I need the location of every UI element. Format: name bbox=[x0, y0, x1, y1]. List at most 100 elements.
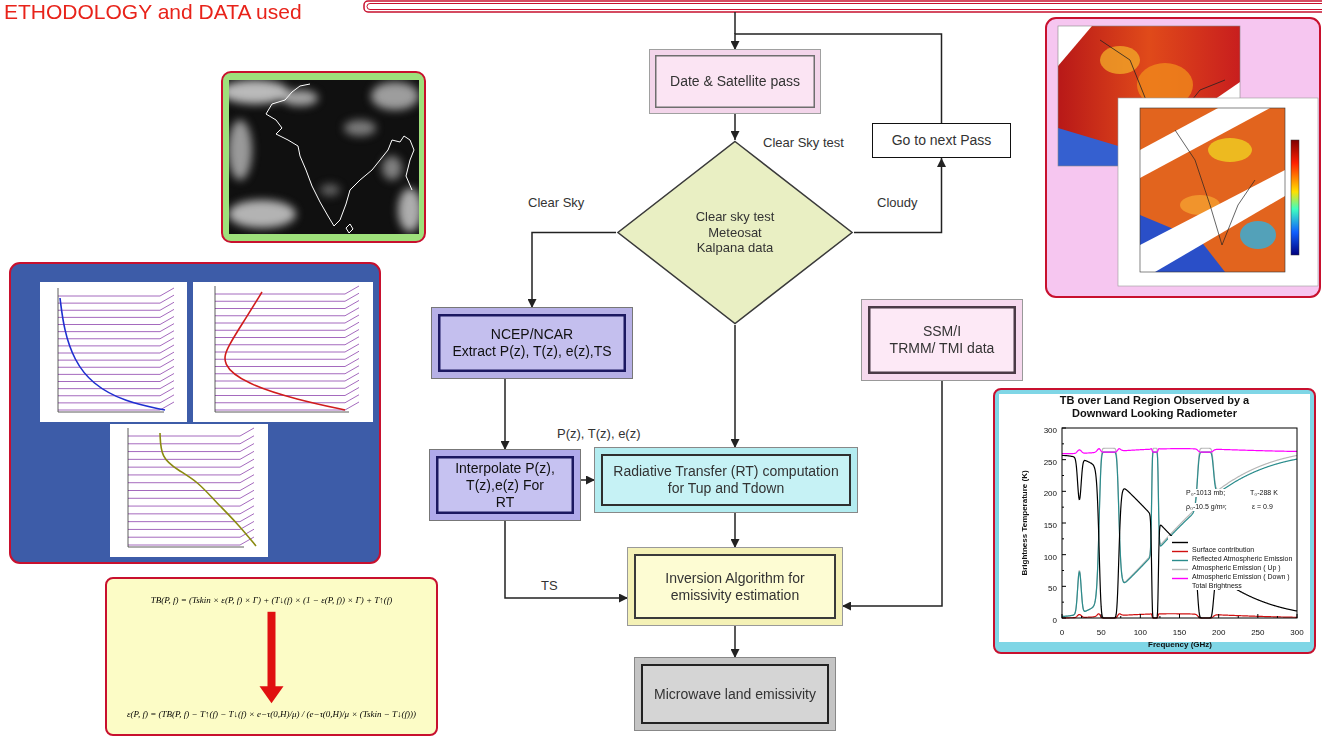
axis-tick bbox=[1062, 570, 1064, 571]
axis-tick-label: 250 bbox=[1251, 628, 1264, 638]
cloud-cover-part bbox=[320, 184, 340, 196]
level-plane bbox=[58, 309, 174, 317]
entry-line bbox=[734, 12, 736, 34]
header-frame-part bbox=[364, 1, 1322, 12]
header-frame bbox=[364, 1, 1322, 12]
box-text: SSM/I bbox=[923, 323, 961, 340]
level-plane bbox=[128, 537, 254, 545]
axis-tick bbox=[1062, 475, 1064, 476]
axis-tick bbox=[1062, 538, 1064, 539]
flow-arrow bbox=[532, 233, 616, 309]
equation-panel: TB(P, f) = (Tskin × ε(P, f) × Γ) + (T↓(f… bbox=[105, 577, 438, 736]
data-box: SSM/ITRMM/ TMI data bbox=[862, 300, 1022, 380]
plot-axis bbox=[215, 286, 216, 412]
flow-arrow bbox=[842, 380, 942, 606]
level-plane bbox=[58, 345, 174, 353]
cloud-cover-part bbox=[344, 120, 376, 136]
label-anchor: 100 bbox=[1044, 546, 1057, 564]
edge-label-anchor: Clear Sky bbox=[527, 193, 585, 211]
flow-arrow bbox=[734, 512, 736, 548]
profile-curve bbox=[160, 433, 256, 546]
flow-arrow bbox=[580, 479, 595, 481]
level-plane bbox=[58, 317, 174, 325]
label-anchor: ρ₀-10.5 g/m³; bbox=[1186, 495, 1227, 513]
radiometer-plot-part bbox=[999, 394, 1310, 642]
parameter-note: P₀-1013 mb; bbox=[1186, 489, 1225, 497]
axis-tick bbox=[1179, 614, 1180, 618]
label-anchor: 250 bbox=[1044, 451, 1057, 469]
spectrum-curve bbox=[1062, 452, 1297, 616]
profile-plot bbox=[193, 282, 373, 422]
spectrum-curve bbox=[1062, 448, 1297, 616]
flow-arrow bbox=[504, 378, 506, 450]
equation-text: ε(P, f) = (TB(P, f) − T↑(f) − T↓(f) × e−… bbox=[127, 709, 416, 720]
level-plane bbox=[58, 331, 174, 339]
emissivity-map-lower-part bbox=[1175, 130, 1255, 245]
output-box: Microwave land emissivity bbox=[635, 658, 835, 730]
spectrum-curve bbox=[1062, 455, 1297, 618]
radiometer-plot-part bbox=[999, 394, 1310, 642]
emissivity-map-lower-part bbox=[1208, 138, 1252, 162]
axis-tick bbox=[1062, 586, 1066, 587]
spectrum-curve bbox=[1062, 449, 1297, 454]
level-plane bbox=[58, 324, 174, 332]
axis-tick-label: 200 bbox=[1044, 489, 1057, 499]
legend-text: Reflected Atmospheric Emission bbox=[1192, 555, 1292, 563]
edge-label: Clear Sky test bbox=[762, 135, 845, 151]
axis-tick bbox=[1062, 554, 1066, 555]
parameter-note: T₀-288 K bbox=[1250, 489, 1278, 497]
level-plane bbox=[58, 388, 174, 396]
box-text: Clear sky test Meteosat Kalpana data bbox=[688, 209, 783, 256]
profile-plot-part bbox=[40, 282, 187, 422]
edge-label-anchor: Cloudy bbox=[876, 193, 918, 211]
axis-tick bbox=[1081, 616, 1082, 618]
emissivity-map-lower-part bbox=[1140, 108, 1285, 178]
label-anchor: 200 bbox=[1044, 482, 1057, 500]
box-text: Interpolate P(z), T(z),e(z) For RT bbox=[455, 460, 555, 510]
edge-label: Clear Sky bbox=[527, 195, 585, 211]
page-title: ETHODOLOGY and DATA used bbox=[4, 0, 302, 23]
label-anchor: 0 bbox=[1053, 609, 1057, 627]
flow-arrow bbox=[854, 158, 942, 233]
profiles-panel-part bbox=[10, 263, 380, 563]
label-anchor: 100 bbox=[1134, 621, 1147, 639]
box-text: NCEP/NCAR bbox=[491, 326, 573, 343]
cloud-cover-part bbox=[229, 80, 289, 104]
axis-tick bbox=[1062, 618, 1066, 619]
process-box: Inversion Algorithm for emissivity estim… bbox=[628, 548, 842, 625]
axis-tick bbox=[1062, 428, 1066, 429]
emissivity-map-lower-part bbox=[1140, 108, 1285, 272]
plot-axis bbox=[58, 412, 164, 413]
level-plane bbox=[215, 373, 359, 381]
red-arrow-part bbox=[260, 686, 284, 703]
plot-frame bbox=[1062, 428, 1297, 618]
level-plane bbox=[215, 315, 359, 323]
legend-sample bbox=[1172, 578, 1188, 579]
legend-sample bbox=[1172, 560, 1188, 561]
legend-sample bbox=[1172, 569, 1188, 570]
emissivity-map-lower-part bbox=[1140, 170, 1285, 272]
level-plane bbox=[215, 344, 359, 352]
level-plane bbox=[58, 366, 174, 374]
axis-tick-label: 100 bbox=[1134, 628, 1147, 638]
legend-text: Atmospheric Emission ( Up ) bbox=[1192, 564, 1281, 572]
axis-tick-label: 0 bbox=[1060, 628, 1064, 638]
level-plane bbox=[128, 459, 254, 467]
satellite-image-panel bbox=[221, 72, 425, 242]
label-anchor: Frequency (GHz) bbox=[1148, 633, 1212, 651]
cloud-cover-part bbox=[371, 82, 419, 110]
label-anchor: 300 bbox=[1290, 621, 1303, 639]
level-plane bbox=[128, 451, 254, 459]
axis-tick bbox=[1062, 459, 1066, 460]
level-plane bbox=[215, 308, 359, 316]
axis-tick-label: 150 bbox=[1044, 521, 1057, 531]
profile-curve bbox=[225, 292, 345, 410]
cloud-cover-part bbox=[382, 156, 402, 180]
box-text: Extract P(z), T(z), e(z),TS bbox=[452, 343, 611, 360]
level-plane bbox=[215, 322, 359, 330]
chart-title: TB over Land Region Observed by a Downwa… bbox=[1055, 394, 1255, 420]
label-anchor: 300 bbox=[1044, 419, 1057, 437]
box-text: Inversion Algorithm for emissivity estim… bbox=[638, 570, 832, 604]
